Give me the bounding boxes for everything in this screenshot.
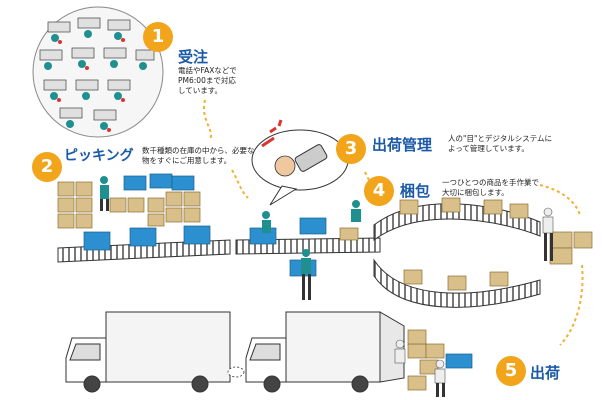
- step-3-desc: 人の"目"とデジタルシステムに よって管理しています。: [448, 134, 553, 153]
- call-center-scene: [32, 6, 164, 138]
- step-1-desc: 電話やFAXなどで PM6:00まで対応 しています。: [178, 66, 237, 95]
- loading-boxes: [407, 329, 445, 391]
- conveyor-boxes: [339, 197, 593, 291]
- conveyor-crates: [83, 217, 327, 277]
- step-4-desc: 一つひとつの商品を手作業で 大切に梱包します。: [442, 178, 539, 197]
- step-4-badge: 4: [364, 176, 394, 206]
- workers: [100, 176, 554, 300]
- main-conveyor: [57, 203, 541, 308]
- step-5-badge: 5: [496, 356, 526, 386]
- step-1-title: 受注: [178, 48, 209, 66]
- step-4-title: 梱包: [400, 182, 431, 200]
- truck-right: [245, 311, 405, 393]
- step-2-desc: 数千種類の在庫の中から、必要な 物をすぐにご用意します。: [142, 146, 255, 165]
- loading-crates: [445, 353, 473, 369]
- crates-top: [123, 173, 195, 191]
- step-2-title: ピッキング: [64, 148, 134, 164]
- truck-left: [65, 311, 231, 393]
- scanner-bubble: [251, 119, 349, 206]
- picking-shelves: [57, 181, 201, 229]
- step-3-badge: 3: [336, 134, 366, 164]
- step-3-title: 出荷管理: [372, 136, 433, 154]
- step-2-badge: 2: [32, 152, 62, 182]
- step-1-badge: 1: [143, 22, 173, 52]
- exhaust-cloud: [227, 366, 245, 378]
- loading-workers: [394, 339, 446, 397]
- step-5-title: 出荷: [530, 364, 561, 382]
